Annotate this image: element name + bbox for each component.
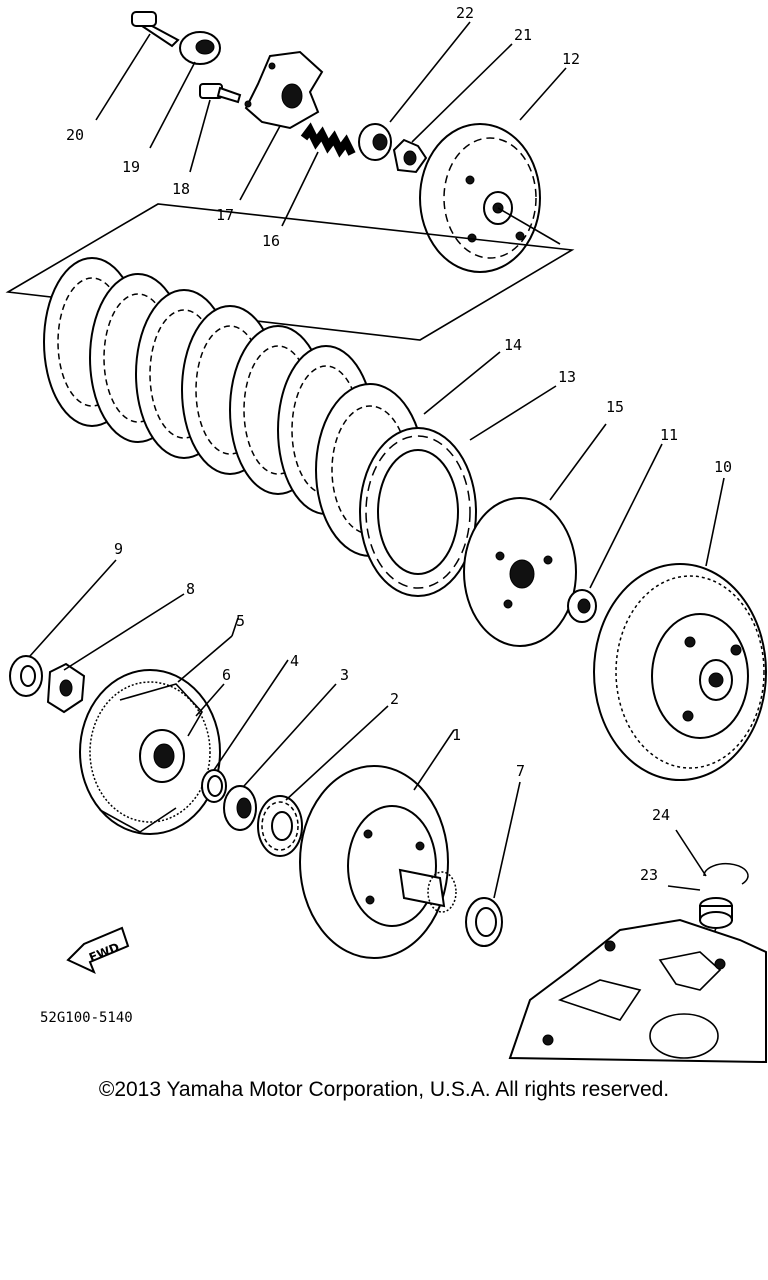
callout-13: 13 [558,368,576,386]
part-2-one-way-clutch [257,795,303,857]
callout-23: 23 [640,866,658,884]
part-16-spring [300,122,356,158]
callout-16: 16 [262,232,280,250]
part-10-clutch-housing [593,563,767,781]
callout-19: 19 [122,158,140,176]
crankcase-fragment [508,918,767,1064]
callout-22: 22 [456,4,474,22]
part-3-collar [223,785,257,831]
diagram-code: 52G100-5140 [40,1010,133,1026]
part-15-plate [463,497,577,647]
callout-14: 14 [504,336,522,354]
part-13-friction-plate [359,427,477,597]
callout-21: 21 [514,26,532,44]
part-9-washer [9,655,43,697]
part-22-nut [358,123,392,161]
clutch-plates-stack [43,257,425,557]
callout-10: 10 [714,458,732,476]
part-4-ring [201,769,227,803]
callout-17: 17 [216,206,234,224]
part-21-washer [392,138,428,174]
callout-9: 9 [114,540,123,558]
callout-11: 11 [660,426,678,444]
copyright-notice: ©2013 Yamaha Motor Corporation, U.S.A. A… [98,1078,670,1101]
callout-1: 1 [452,726,461,744]
callout-18: 18 [172,180,190,198]
part-17-plate [244,50,324,130]
callout-2: 2 [390,690,399,708]
part-8-lock-washer [46,662,86,714]
plate-group-bracket [5,203,575,341]
callout-15: 15 [606,398,624,416]
part-19-bearing [179,31,221,65]
part-24-circlip [703,863,749,885]
callout-4: 4 [290,652,299,670]
part-18-bolt [199,83,242,104]
clutch-exploded-diagram: FWD 52G100-5140 20 19 18 17 16 22 21 [5,4,767,1064]
callout-20: 20 [66,126,84,144]
callout-3: 3 [340,666,349,684]
part-1-clutch-drum [299,765,457,959]
callout-8: 8 [186,580,195,598]
callout-24: 24 [652,806,670,824]
part-20-bolt [131,11,180,48]
callout-7: 7 [516,762,525,780]
callout-6: 6 [222,666,231,684]
callout-5: 5 [236,612,245,630]
leader-lines [29,21,725,899]
callout-12: 12 [562,50,580,68]
part-5-6-clutch-carrier [79,669,221,835]
part-11-washer [567,589,597,623]
fwd-arrow: FWD [66,926,130,974]
part-12-clutch-boss [419,123,541,273]
part-7-washer [465,897,503,947]
